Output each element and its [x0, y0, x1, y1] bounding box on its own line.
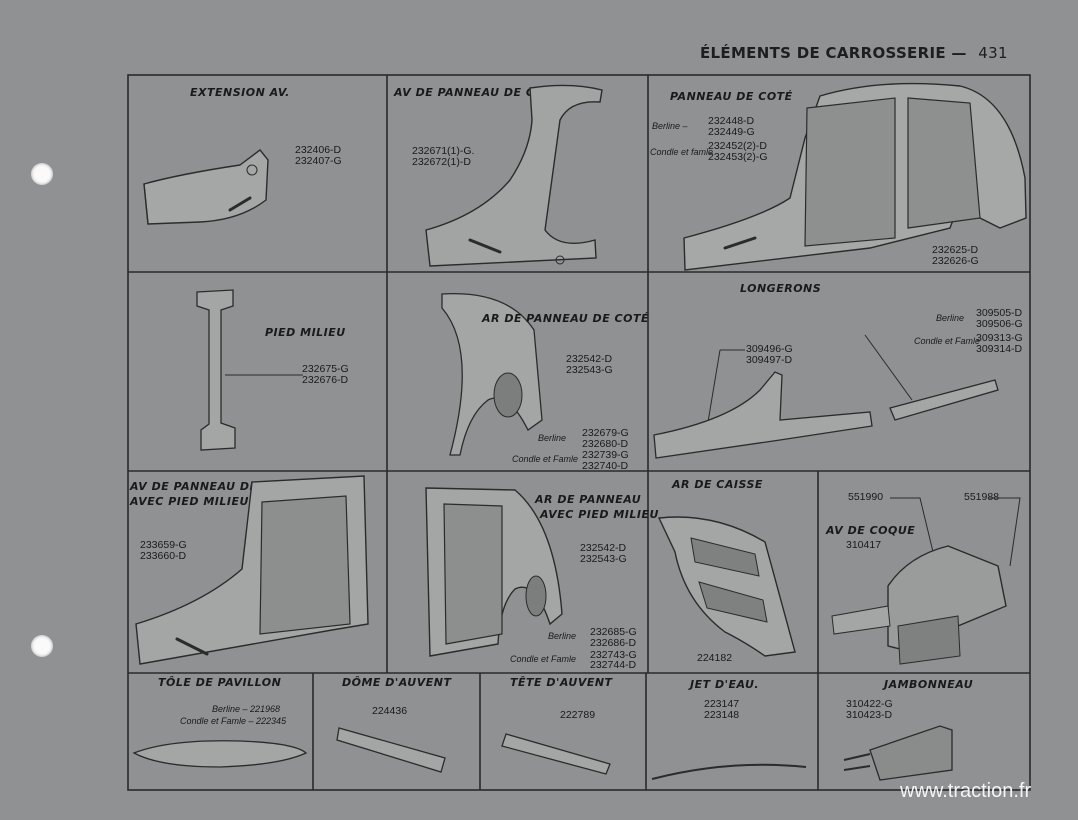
- part-ref: 232676-D: [302, 374, 349, 386]
- part-ref: 310422-G: [846, 698, 893, 710]
- part-ref: 309314-D: [976, 343, 1023, 355]
- punch-hole-top: [31, 163, 53, 185]
- part-ref: Condle et Famle – 222345: [180, 716, 287, 726]
- watermark: www.traction.fr: [900, 780, 1032, 802]
- part-ref: 232744-D: [590, 659, 637, 671]
- variant-label: Berline: [548, 631, 577, 641]
- cell-title: LONGERONS: [740, 282, 822, 295]
- cell-title: PANNEAU DE COTÉ: [670, 90, 793, 103]
- ar-panneau-drawing: [441, 292, 543, 456]
- page-number: 431: [978, 44, 1008, 62]
- part-ref: 224182: [697, 652, 733, 664]
- tete-auvent-drawing: [501, 733, 611, 775]
- dome-auvent-drawing: [336, 727, 446, 773]
- part-ref: 232543-G: [566, 364, 613, 376]
- av-panneau-pied-drawing: [135, 475, 369, 665]
- extension-av-drawing: [143, 149, 269, 225]
- variant-label: Condle et Famle: [510, 654, 577, 664]
- part-ref: 223147: [704, 698, 740, 710]
- part-ref: 232542-D: [566, 353, 613, 365]
- part-ref: 233659-G: [140, 539, 187, 551]
- part-ref: 309496-G: [746, 343, 793, 355]
- part-ref: 232679-G: [582, 427, 629, 439]
- pied-milieu-drawing: [196, 289, 236, 451]
- part-ref: 232625-D: [932, 244, 979, 256]
- part-ref: 233660-D: [140, 550, 187, 562]
- part-ref: 232449-G: [708, 126, 755, 138]
- variant-label: Berline: [538, 433, 567, 443]
- leader-line: [225, 374, 303, 376]
- cell-title: TÔLE DE PAVILLON: [158, 676, 282, 689]
- part-ref: Berline – 221968: [212, 704, 281, 714]
- part-ref: 309497-D: [746, 354, 793, 366]
- variant-label: Condle et Famle: [512, 454, 579, 464]
- variant-label: Berline –: [652, 121, 688, 131]
- cell-title: JET D'EAU.: [690, 678, 760, 691]
- cell-title: JAMBONNEAU: [884, 678, 974, 691]
- page-header: ÉLÉMENTS DE CARROSSERIE — 431: [700, 44, 1008, 62]
- part-ref: 232406-D: [295, 144, 342, 156]
- cell-title: PIED MILIEU: [265, 326, 346, 339]
- variant-label: Condle et Famle: [914, 336, 981, 346]
- part-ref: 310423-D: [846, 709, 893, 721]
- tole-pavillon-drawing: [132, 740, 308, 768]
- section-title: ÉLÉMENTS DE CARROSSERIE: [700, 44, 946, 62]
- cell-title: AV DE COQUE: [826, 524, 916, 537]
- part-ref: 232542-D: [580, 542, 627, 554]
- part-ref: 232543-G: [580, 553, 627, 565]
- part-ref: 232453(2)-G: [708, 151, 768, 163]
- variant-label: Condle et famle: [650, 147, 714, 157]
- part-ref: 551988: [964, 491, 1000, 503]
- part-ref: 309313-G: [976, 332, 1023, 344]
- part-ref: 232671(1)-G.: [412, 145, 475, 157]
- av-panneau-drawing: [425, 84, 603, 267]
- cell-title: AR DE PANNEAU DE COTÉ: [482, 312, 649, 325]
- variant-label: Berline: [936, 313, 965, 323]
- part-ref: 223148: [704, 709, 740, 721]
- ar-caisse-drawing: [657, 516, 796, 657]
- panneau-cote-drawing: [683, 82, 1027, 271]
- part-ref: 232740-D: [582, 460, 629, 472]
- jet-eau-drawing: [651, 763, 807, 780]
- cell-title: AR DE PANNEAU: [535, 493, 642, 506]
- part-ref: 232743-G: [590, 649, 637, 661]
- cell-title: EXTENSION AV.: [190, 86, 290, 99]
- part-ref: 232680-D: [582, 438, 629, 450]
- part-ref: 551990: [848, 491, 884, 503]
- part-ref: 232672(1)-D: [412, 156, 471, 168]
- part-ref: 224436: [372, 705, 408, 717]
- part-ref: 232686-D: [590, 637, 637, 649]
- punch-hole-bottom: [31, 635, 53, 657]
- av-coque-drawing: [831, 497, 1021, 665]
- part-ref: 232739-G: [582, 449, 629, 461]
- part-ref: 232685-G: [590, 626, 637, 638]
- cell-title: AVEC PIED MILIEU.: [130, 495, 254, 508]
- part-ref: 309505-D: [976, 307, 1023, 319]
- part-ref: 310417: [846, 539, 882, 551]
- part-ref: 232675-G: [302, 363, 349, 375]
- cell-title: AVEC PIED MILIEU: [540, 508, 659, 521]
- jambonneau-drawing: [843, 725, 953, 781]
- ar-panneau-pied-drawing: [425, 487, 563, 657]
- header-dash: —: [951, 44, 967, 62]
- longerons-drawing: [653, 334, 999, 459]
- part-ref: 232452(2)-D: [708, 140, 767, 152]
- cell-title: DÔME D'AUVENT: [342, 676, 452, 689]
- cell-title: AV DE PANNEAU DE COTÉ: [394, 86, 561, 99]
- part-ref: 232407-G: [295, 155, 342, 167]
- part-ref: 232448-D: [708, 115, 755, 127]
- part-ref: 309506-G: [976, 318, 1023, 330]
- part-ref: 232626-G: [932, 255, 979, 267]
- part-ref: 222789: [560, 709, 596, 721]
- cell-title: AR DE CAISSE: [672, 478, 763, 491]
- cell-title: TÊTE D'AUVENT: [510, 676, 613, 689]
